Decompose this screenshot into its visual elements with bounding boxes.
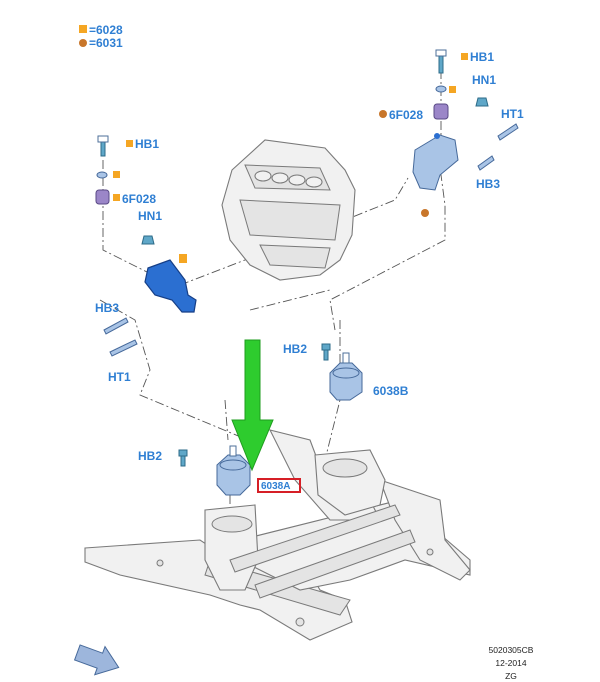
left-bracket-square-marker [179,254,187,263]
legend-6028-label: =6028 [89,23,123,37]
label-6f028-right: 6F028 [389,108,423,122]
legend-square-marker [79,25,87,33]
label-hb2-upper: HB2 [283,342,307,356]
callout-arrow [231,339,274,472]
label-6038a: 6038A [261,481,290,492]
subframe [84,429,471,641]
legend: =6028 =6031 [79,23,123,50]
reference-date: 12-2014 [495,658,526,668]
right-fasteners: HB1 HN1 6F028 HT1 HB3 [379,49,524,191]
label-hb1-left: HB1 [135,137,159,151]
reference-code: 5020305CB [489,645,534,655]
label-ht1-left: HT1 [108,370,131,384]
label-hn1-left: HN1 [138,209,162,223]
legend-6031-label: =6031 [89,36,123,50]
label-hb1-right: HB1 [470,50,494,64]
direction-arrow-icon [73,644,120,676]
highlight-box-6038a [257,478,301,493]
mount-6038a: HB2 6038A [138,445,301,496]
label-hb3-left: HB3 [95,301,119,315]
reference-block: 5020305CB 12-2014 ZG [489,645,534,681]
mount-6038b: HB2 6038B [283,342,409,401]
reference-initials: ZG [505,671,517,681]
label-hn1-right: HN1 [472,73,496,87]
right-mount-bracket [412,133,459,217]
left-fasteners: HB1 6F028 HN1 HB3 HT1 [95,135,162,384]
label-ht1-right: HT1 [501,107,524,121]
label-6f028-left: 6F028 [122,192,156,206]
engine-block [221,139,356,281]
label-6038b: 6038B [373,384,409,398]
legend-circle-marker [79,39,87,47]
left-mount-bracket [144,254,197,313]
label-hb2-lower: HB2 [138,449,162,463]
label-hb3-right: HB3 [476,177,500,191]
